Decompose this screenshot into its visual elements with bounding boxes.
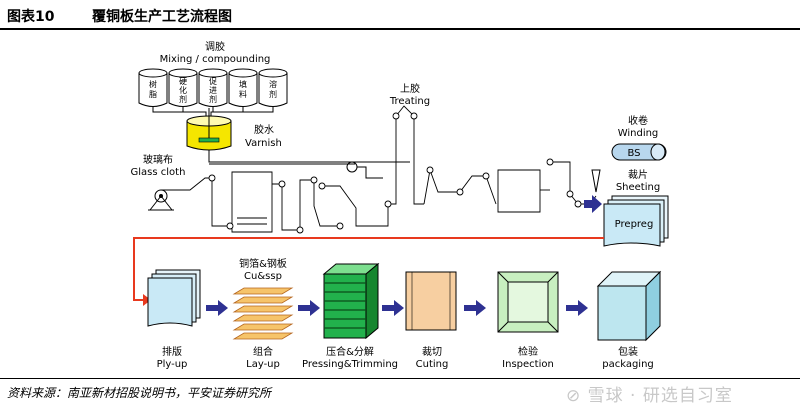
varnish-tank: [186, 108, 232, 151]
svg-text:剂: 剂: [179, 94, 187, 104]
transfer-line: [133, 237, 604, 306]
svg-text:料: 料: [239, 89, 247, 99]
glass-cloth-roll: [148, 189, 174, 211]
drum-hardener: 硬 化 剂: [168, 68, 198, 107]
stage-packaging-cn: 包装: [618, 345, 638, 358]
treating-label-cn: 上胶: [400, 82, 420, 95]
package-box: [596, 270, 662, 342]
varnish-supply-line: [208, 150, 410, 179]
flow-arrow-4: [464, 300, 486, 316]
figure-title: 覆铜板生产工艺流程图: [92, 9, 232, 25]
flow-arrow-3: [382, 300, 404, 316]
glass-cloth-label-en: Glass cloth: [131, 167, 186, 178]
drum-accelerator: 促 进 剂: [198, 68, 228, 107]
stage-plyup-cn: 排版: [162, 345, 182, 358]
cutter-knife: [591, 169, 601, 193]
bs-roll: BS: [611, 143, 667, 161]
svg-text:脂: 脂: [149, 89, 157, 99]
figure-footer: 资料来源：南亚新材招股说明书，平安证券研究所 ⊘ 雪球 · 研选自习室: [0, 376, 800, 406]
sheeting-arrow: [584, 195, 602, 213]
svg-text:促: 促: [209, 76, 217, 86]
mixing-label-cn: 调胶: [205, 40, 225, 53]
drum-filler: 填 料: [228, 68, 258, 107]
svg-text:硬: 硬: [179, 77, 187, 86]
cu-label-cn: 铜箔&钢板: [239, 257, 287, 270]
header-rule: [0, 28, 800, 30]
stage-inspection-en: Inspection: [502, 359, 554, 370]
varnish-label-en: Varnish: [245, 138, 282, 149]
plyup-stack: [147, 269, 201, 327]
stage-packaging-en: packaging: [602, 359, 654, 370]
cut-panel: [405, 271, 457, 331]
varnish-label-cn: 胶水: [254, 123, 274, 136]
sheeting-label-en: Sheeting: [616, 182, 660, 193]
feed-pipes: [152, 107, 274, 118]
flow-arrow-1: [206, 300, 228, 316]
svg-text:填: 填: [239, 79, 247, 89]
winding-label-en: Winding: [618, 128, 659, 139]
stage-cutting-en: Cuting: [416, 359, 449, 370]
stage-pressing-en: Pressing&Trimming: [302, 359, 398, 370]
sheeting-label-cn: 裁片: [628, 168, 648, 181]
prepreg-label: Prepreg: [615, 219, 654, 230]
glass-cloth-label-cn: 玻璃布: [143, 153, 173, 166]
svg-text:化: 化: [179, 85, 187, 95]
bs-label: BS: [627, 148, 640, 159]
flow-arrow-2: [298, 300, 320, 316]
mixing-label-en: Mixing / compounding: [160, 54, 271, 65]
flow-arrow-5: [566, 300, 588, 316]
treating-label-en: Treating: [389, 96, 430, 107]
svg-text:溶: 溶: [269, 79, 277, 89]
figure-header: 图表10 覆铜板生产工艺流程图: [0, 0, 800, 30]
drum-resin: 树 脂: [138, 68, 168, 107]
svg-text:剂: 剂: [269, 89, 277, 99]
source-note: 资料来源：南亚新材招股说明书，平安证券研究所: [7, 386, 272, 400]
stage-plyup-en: Ply-up: [157, 359, 188, 370]
stage-layup-en: Lay-up: [246, 359, 280, 370]
svg-text:树: 树: [149, 79, 157, 89]
stage-inspection-cn: 检验: [518, 345, 538, 358]
drum-solvent: 溶 剂: [258, 68, 288, 107]
pressed-board-stack: [322, 262, 380, 340]
layup-sheets: [232, 287, 294, 340]
stage-pressing-cn: 压合&分解: [326, 345, 374, 358]
footer-rule: [0, 378, 800, 379]
stage-cutting-cn: 裁切: [422, 345, 442, 358]
inspection-panel: [497, 271, 559, 333]
stage-layup-cn: 组合: [253, 345, 273, 358]
watermark: ⊘ 雪球 · 研选自习室: [566, 386, 733, 406]
figure-number: 图表10: [7, 9, 55, 25]
winding-label-cn: 收卷: [628, 114, 648, 127]
svg-text:进: 进: [209, 86, 217, 95]
cu-label-en: Cu&ssp: [244, 271, 282, 282]
treater-rollers: [208, 112, 582, 234]
svg-text:剂: 剂: [209, 94, 217, 104]
prepreg-stack: Prepreg: [603, 195, 669, 247]
